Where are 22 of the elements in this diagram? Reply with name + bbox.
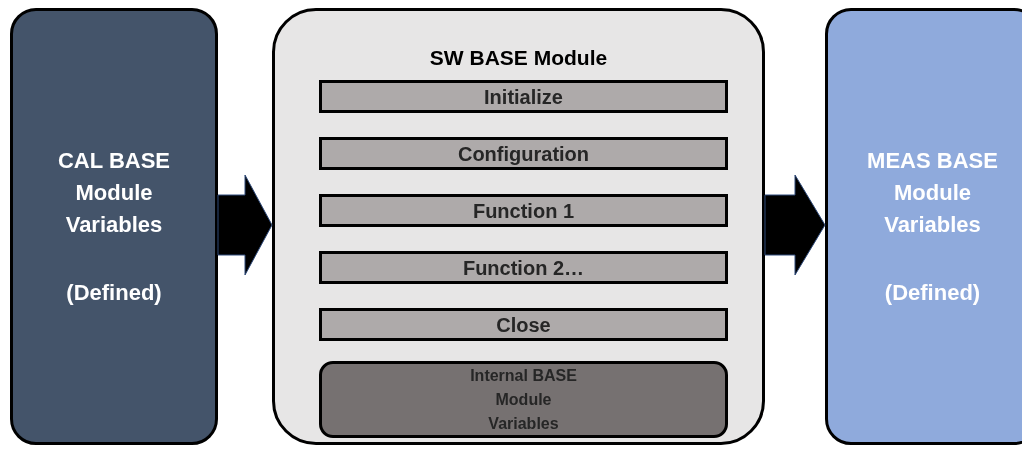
step-label: Function 1 [472,198,575,223]
step-label: Close [496,312,551,337]
block-arrow [764,174,826,276]
variables-box [10,8,218,445]
step-box [319,80,728,113]
node-label: (Defined) [65,278,163,307]
step-label: Configuration [457,141,590,166]
node-label: (Defined) [883,278,982,307]
node-label: Internal BASE Module Variables [469,365,578,434]
module-container [272,8,765,445]
step-box [319,194,728,227]
block-arrow [217,174,273,276]
node-label: MEAS BASE Module Variables [866,146,999,239]
node-label: CAL BASE Module Variables [56,146,172,239]
step-box [319,137,728,170]
step-box [319,251,728,284]
step-label: Function 2… [462,255,585,280]
step-box [319,308,728,341]
variables-box [319,361,728,438]
step-label: Initialize [484,84,563,109]
variables-box [825,8,1022,445]
module-heading: SW BASE Module [429,45,608,71]
